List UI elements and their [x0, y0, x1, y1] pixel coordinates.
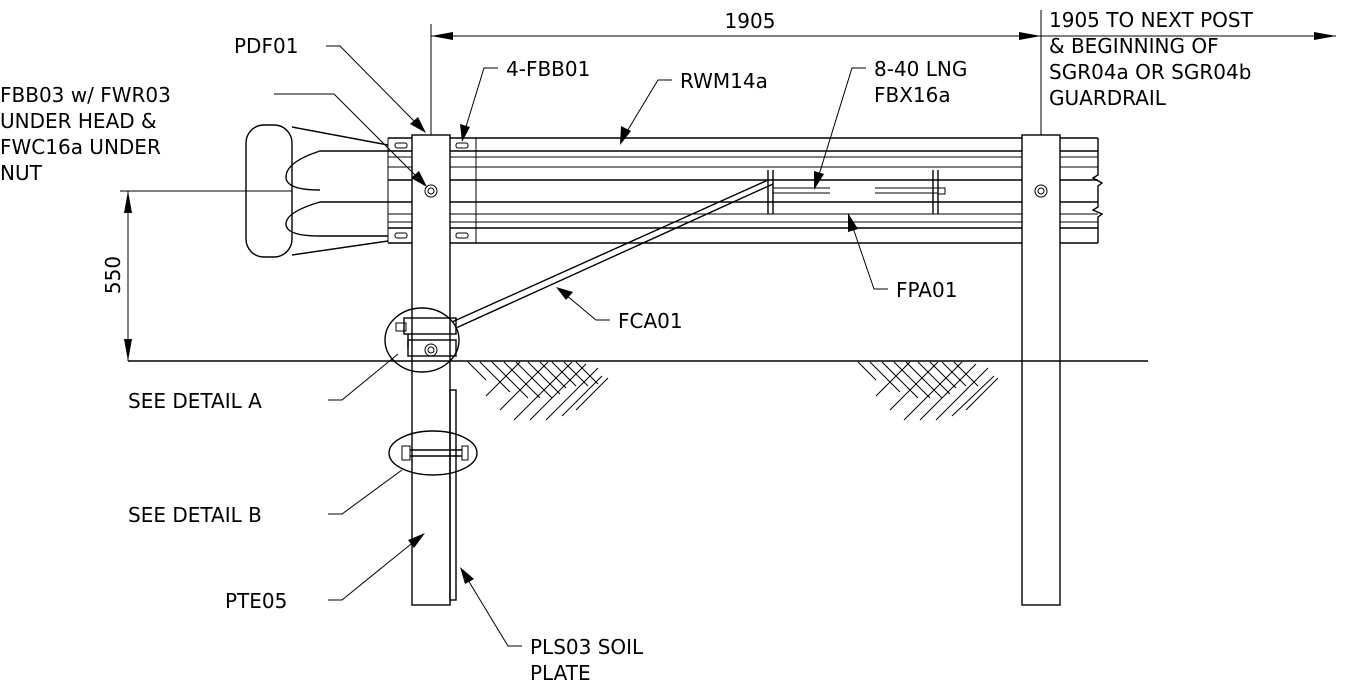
callout-detail-b: SEE DETAIL B [128, 469, 403, 527]
label-pls03-line1: PLS03 SOIL [530, 635, 644, 659]
dimension-550-label: 550 [101, 256, 125, 294]
terminal-post-pte05 [411, 134, 457, 606]
callout-fbx16a: 8-40 LNG FBX16a [814, 57, 967, 190]
callout-detail-a: SEE DETAIL A [128, 353, 399, 413]
label-pdf01: PDF01 [234, 34, 298, 58]
label-fpa01: FPA01 [896, 278, 957, 302]
callout-rwm14a: RWM14a [620, 69, 768, 145]
label-detail-b: SEE DETAIL B [128, 503, 262, 527]
detail-a-circle [384, 307, 460, 373]
callout-pte05: PTE05 [225, 533, 425, 613]
label-fca01: FCA01 [618, 309, 683, 333]
dimension-550: 550 [101, 190, 292, 361]
end-terminal-buffer [245, 124, 389, 258]
label-fbb03-line2: UNDER HEAD & [0, 109, 157, 133]
callout-fbb03: FBB03 w/ FWR03 UNDER HEAD & FWC16a UNDER… [0, 83, 427, 187]
cable-anchor-bracket [767, 170, 946, 214]
label-next-post-note-line3: GUARDRAIL [1049, 86, 1167, 110]
callout-fbb01: 4-FBB01 [460, 57, 590, 142]
bearing-plate-hardware [395, 317, 457, 357]
detail-b-bolt [401, 445, 469, 461]
label-fbx16a-line1: 8-40 LNG [874, 57, 967, 81]
label-fbx16a-line2: FBX16a [874, 83, 951, 107]
soil-hatch-right [857, 361, 999, 421]
callout-next-post-note: & BEGINNING OF SGR04a OR SGR04b GUARDRAI… [1049, 34, 1251, 110]
label-fbb01: 4-FBB01 [506, 57, 590, 81]
callout-pls03: PLS03 SOIL PLATE [460, 567, 644, 685]
label-pls03-line2: PLATE [530, 661, 591, 685]
label-pte05: PTE05 [225, 589, 287, 613]
label-fbb03-line1: FBB03 w/ FWR03 [0, 83, 171, 107]
label-fbb03-line4: NUT [0, 161, 43, 185]
label-fbb03-line3: FWC16a UNDER [0, 135, 161, 159]
dimension-1905-label: 1905 [725, 9, 776, 33]
second-post [1021, 134, 1061, 606]
callout-pdf01: PDF01 [234, 34, 426, 133]
label-rwm14a: RWM14a [680, 69, 768, 93]
rail-slots [394, 138, 477, 243]
anchor-cable [451, 179, 774, 329]
dimension-1905: 1905 [430, 9, 1042, 135]
dimension-next-post-label: 1905 TO NEXT POST [1049, 8, 1254, 32]
label-next-post-note-line2: SGR04a OR SGR04b [1049, 60, 1251, 84]
callout-fca01: FCA01 [556, 287, 683, 333]
label-next-post-note-line1: & BEGINNING OF [1049, 34, 1219, 58]
dimension-next-post: 1905 TO NEXT POST [1041, 8, 1336, 40]
detail-b-circle [388, 430, 478, 476]
soil-hatch-left [467, 361, 609, 421]
w-beam-rail [388, 137, 1104, 244]
label-detail-a: SEE DETAIL A [128, 389, 262, 413]
callout-fpa01: FPA01 [848, 213, 957, 302]
